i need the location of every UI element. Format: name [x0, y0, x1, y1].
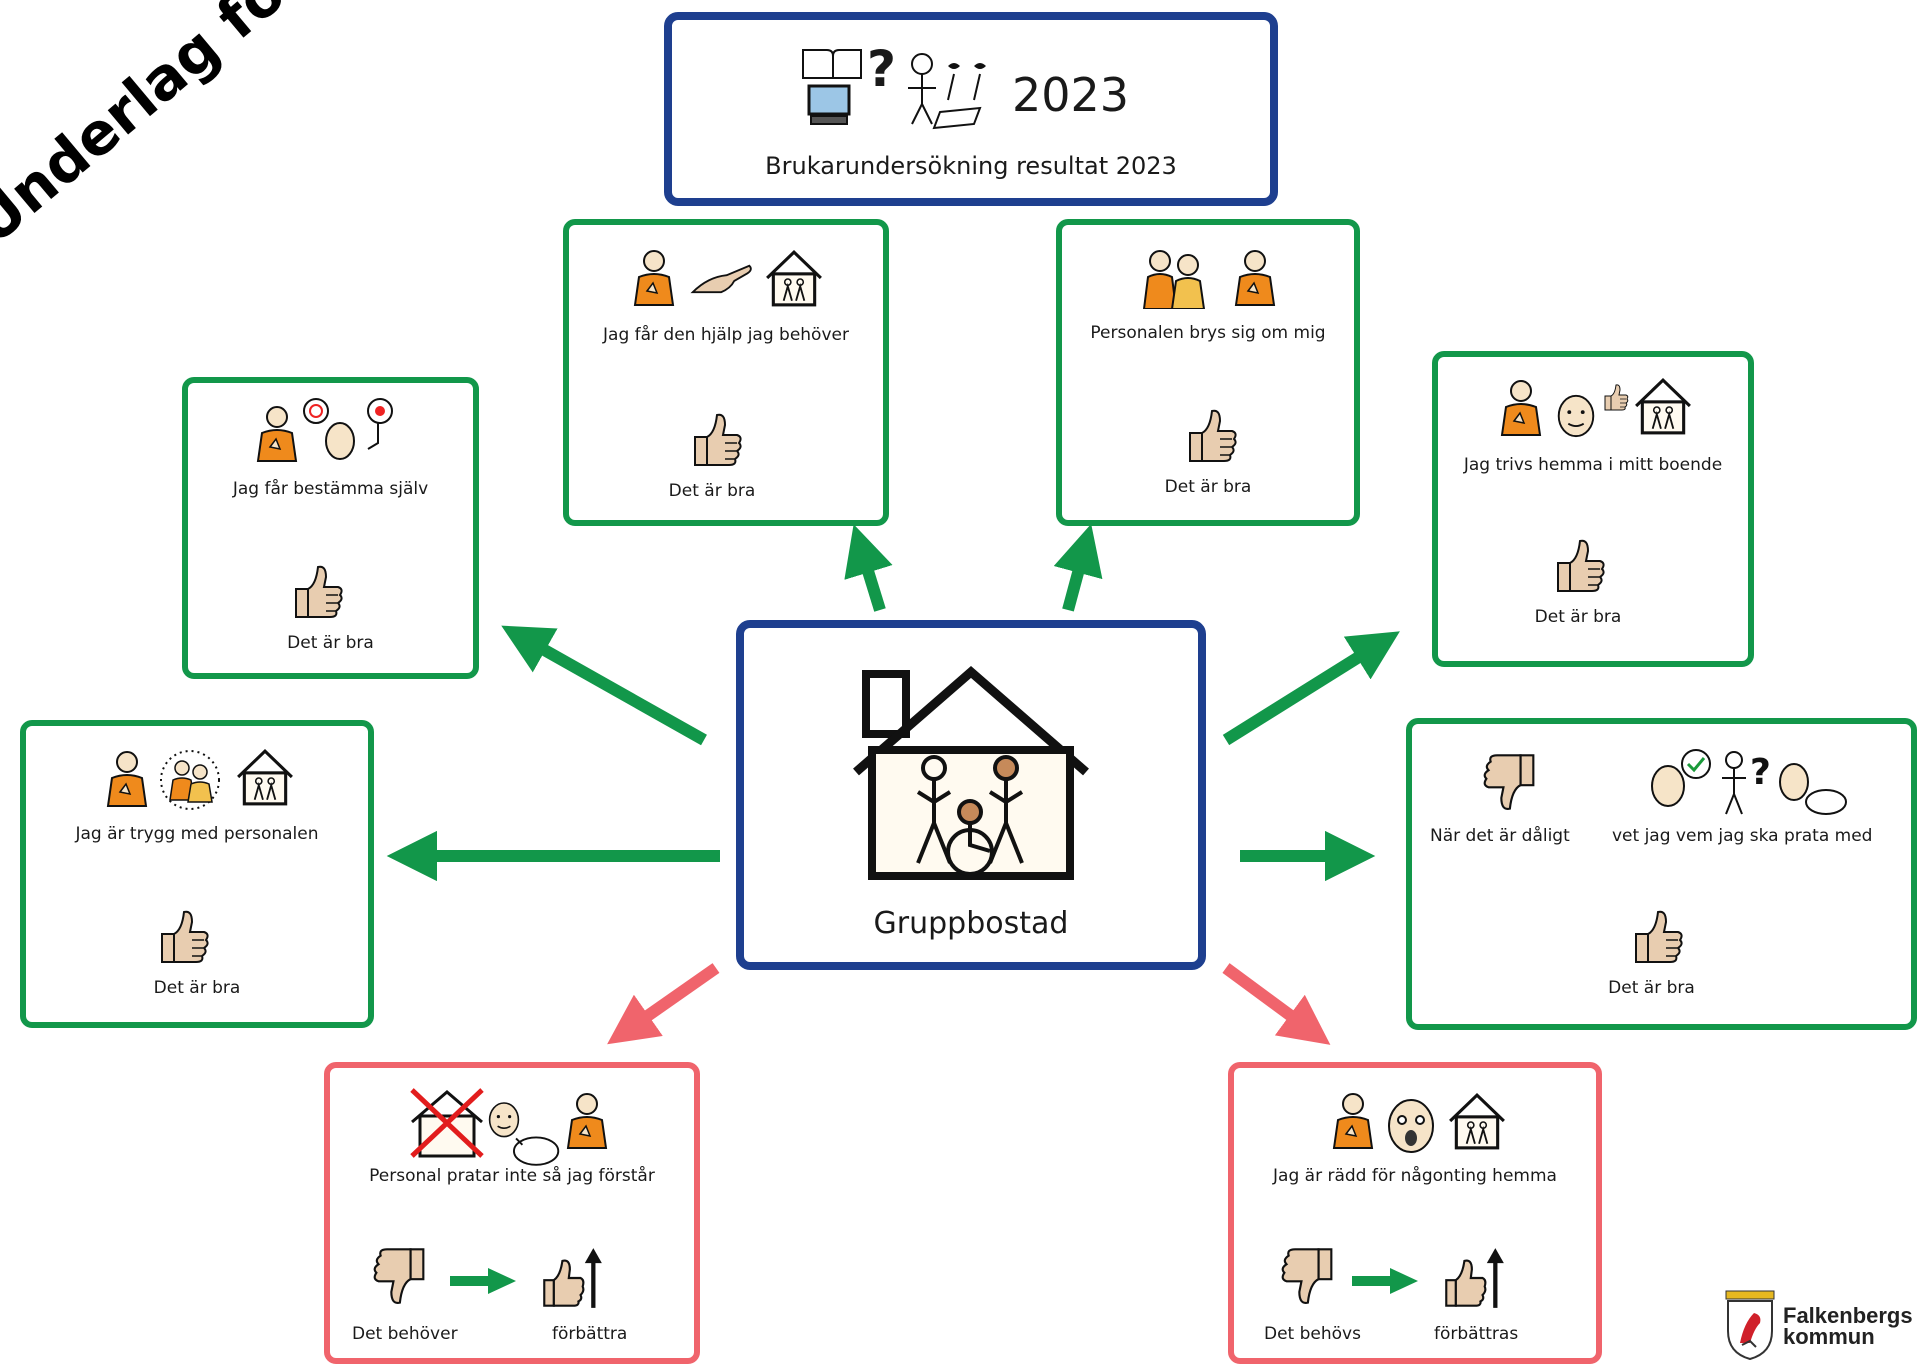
thumbs-up-icon [286, 559, 346, 623]
thumbs-up-improve-icon [1442, 1246, 1506, 1310]
arrow-to-thrive [1222, 631, 1400, 746]
card-thrive-rating: Det är bra [1534, 607, 1622, 627]
staff-circle-icon [160, 750, 220, 810]
scared-face-icon [1388, 1099, 1434, 1153]
thumbs-down-icon [370, 1242, 434, 1312]
person-icon [560, 1090, 614, 1150]
arrow-to-afraid [1222, 963, 1331, 1045]
house-icon [1444, 1090, 1510, 1152]
header-title: Brukarundersökning resultat 2023 [765, 152, 1177, 180]
card-talk: ? När det är dåligt vet jag vem jag ska … [1406, 718, 1917, 1030]
card-understand: Personal pratar inte så jag förstår Det … [324, 1062, 700, 1364]
house-icon [761, 247, 827, 309]
card-understand-rating-left: Det behöver [352, 1324, 458, 1344]
card-understand-rating-right: förbättra [552, 1324, 628, 1344]
thumbs-up-icon [1548, 533, 1608, 597]
card-help: Jag får den hjälp jag behöver Det är bra [563, 219, 889, 526]
header-card: ? 2023 Brukarundersökning resultat 2023 [664, 12, 1278, 206]
thumbs-up-icon [685, 407, 745, 471]
card-safe: Jag är trygg med personalen Det är bra [20, 720, 374, 1028]
thumbs-down-icon [1278, 1242, 1342, 1312]
thumbs-down-icon [1480, 748, 1544, 818]
look-at-icon [908, 53, 986, 130]
card-understand-statement: Personal pratar inte så jag förstår [369, 1166, 655, 1186]
person-icon [250, 403, 304, 463]
question-mark-icon: ? [867, 40, 897, 98]
card-cares-statement: Personalen brys sig om mig [1090, 323, 1326, 343]
speech-bubble-icon [506, 1130, 562, 1168]
logo-line-1: Falkenbergs [1783, 1303, 1913, 1328]
card-talk-statement-left: När det är dåligt [1430, 826, 1570, 846]
center-card: Gruppbostad [736, 620, 1206, 970]
person-icon [1326, 1090, 1380, 1150]
card-help-rating: Det är bra [668, 481, 756, 501]
staff-group-icon [1142, 250, 1206, 309]
person-icon [1228, 247, 1282, 307]
card-cares-rating: Det är bra [1164, 477, 1252, 497]
person-icon [100, 748, 154, 808]
card-afraid-rating-right: förbättras [1434, 1324, 1519, 1344]
municipality-crest-icon [1725, 1290, 1775, 1361]
person-icon [627, 247, 681, 307]
card-decide-rating: Det är bra [287, 633, 374, 653]
arrow-to-understand [607, 963, 720, 1045]
card-afraid: Jag är rädd för någonting hemma Det behö… [1228, 1062, 1602, 1364]
house-icon [232, 746, 298, 808]
municipality-logo-text: Falkenbergs kommun [1783, 1303, 1913, 1349]
card-decide-statement: Jag får bestämma själv [232, 479, 429, 499]
card-thrive: Jag trivs hemma i mitt boende Det är bra [1432, 351, 1754, 667]
group-home-icon [853, 666, 1089, 880]
card-thrive-statement: Jag trivs hemma i mitt boende [1463, 455, 1723, 475]
center-label: Gruppbostad [873, 906, 1069, 941]
happy-face-icon [1552, 391, 1600, 439]
house-icon [1630, 375, 1696, 437]
arrow-right-icon [1350, 1266, 1420, 1296]
card-talk-rating: Det är bra [1608, 978, 1695, 998]
person-icon [1494, 377, 1548, 437]
card-safe-rating: Det är bra [153, 978, 241, 998]
who-to-talk-to-icon: ? [1651, 749, 1847, 815]
card-safe-statement: Jag är trygg med personalen [75, 824, 319, 844]
arrow-to-cares [1053, 523, 1103, 612]
card-help-statement: Jag får den hjälp jag behöver [603, 325, 849, 345]
arrow-right-icon [448, 1266, 518, 1296]
helping-hand-icon [689, 259, 755, 299]
year-label: 2023 [1012, 68, 1130, 122]
card-cares: Personalen brys sig om mig Det är bra [1056, 219, 1360, 526]
computer-book-icon [802, 49, 862, 125]
thumbs-up-icon [1626, 904, 1686, 968]
thumbs-up-icon [152, 904, 212, 968]
thumbs-up-small-icon [1600, 381, 1630, 413]
thinking-face-icon [303, 398, 393, 460]
house-crossed-icon [410, 1088, 484, 1158]
logo-line-2: kommun [1783, 1324, 1875, 1349]
card-talk-statement-right: vet jag vem jag ska prata med [1612, 826, 1873, 846]
card-decide: Jag får bestämma själv Det är bra [182, 377, 479, 679]
svg-text:?: ? [1750, 752, 1771, 793]
arrow-to-decide [501, 625, 707, 746]
thumbs-up-improve-icon [540, 1246, 604, 1310]
card-afraid-rating-left: Det behövs [1264, 1324, 1361, 1344]
arrow-to-help [844, 524, 893, 612]
thumbs-up-icon [1180, 403, 1240, 467]
card-afraid-statement: Jag är rädd för någonting hemma [1273, 1166, 1557, 1186]
